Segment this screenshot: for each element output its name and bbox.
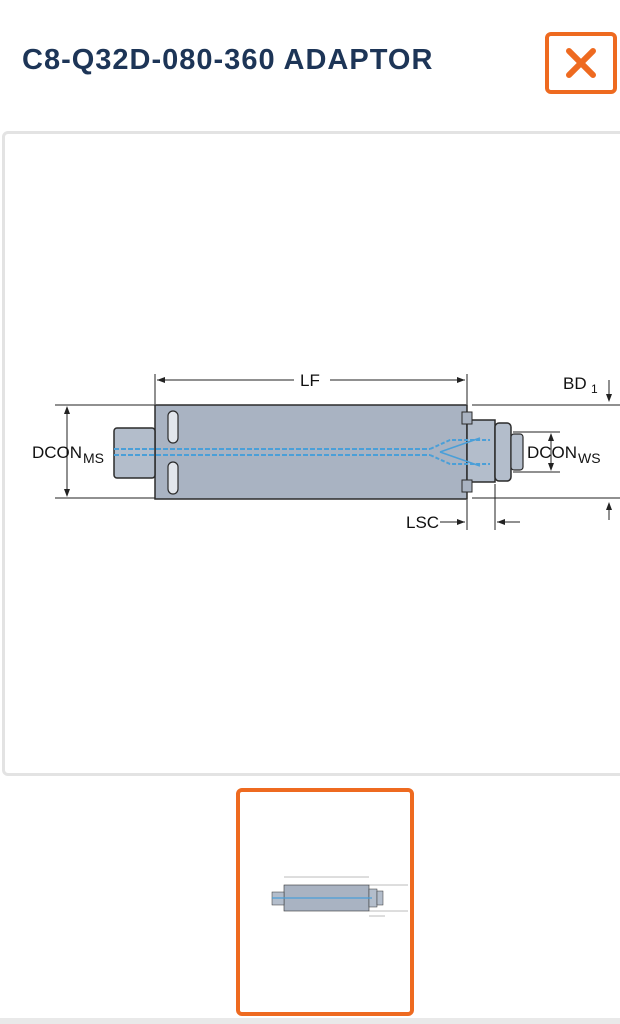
adaptor-illustration <box>113 404 524 500</box>
label-lsc: LSC <box>406 513 439 532</box>
technical-drawing: LF BD 1 DCON MS DCON WS LSC <box>32 371 620 532</box>
dimension-lines <box>55 374 620 530</box>
label-bd: BD <box>563 374 587 393</box>
adaptor-body <box>154 404 468 500</box>
close-x-icon <box>566 48 596 78</box>
label-dcon-ms: DCON <box>32 443 82 462</box>
dimension-labels: LF BD 1 DCON MS DCON WS LSC <box>32 371 601 532</box>
label-dcon-ws: DCON <box>527 443 577 462</box>
slot-bottom <box>167 461 179 495</box>
flange-ws <box>494 422 512 482</box>
image-viewer[interactable]: LF BD 1 DCON MS DCON WS LSC <box>2 131 620 776</box>
label-dcon-ws-sub: WS <box>578 450 601 466</box>
thumbnail-strip <box>0 780 620 1024</box>
label-dcon-ms-sub: MS <box>83 450 104 466</box>
collar <box>466 419 496 483</box>
label-lf: LF <box>300 371 320 390</box>
page-title: C8-Q32D-080-360 ADAPTOR <box>22 44 434 76</box>
slot-top <box>167 410 179 444</box>
thumbnail-item[interactable] <box>236 788 414 1016</box>
dimension-arrows <box>64 377 612 525</box>
modal-header: C8-Q32D-080-360 ADAPTOR <box>0 0 620 128</box>
close-button[interactable] <box>545 32 617 94</box>
thumbnail-drawing-icon <box>271 876 408 917</box>
bottom-edge <box>0 1018 620 1024</box>
label-bd-sub: 1 <box>591 382 598 396</box>
shank-ms <box>113 427 156 479</box>
